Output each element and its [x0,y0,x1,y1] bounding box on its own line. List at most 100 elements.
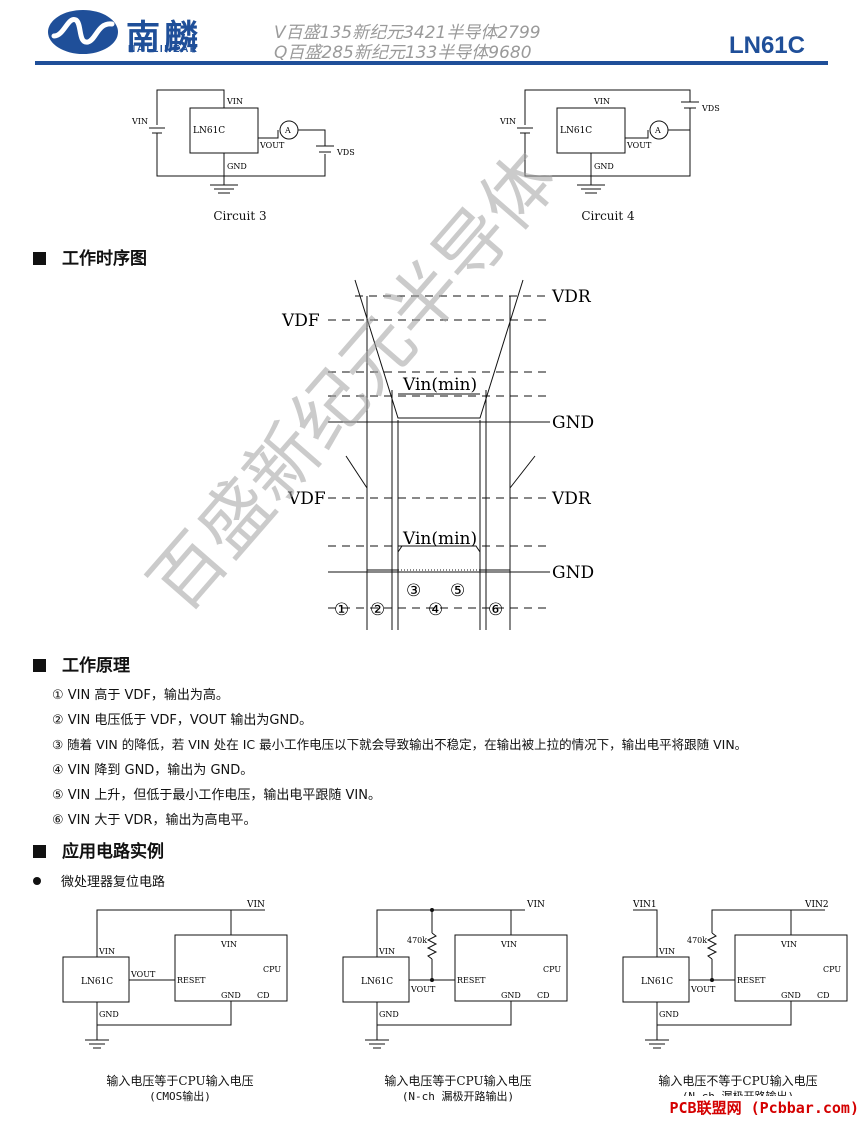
timing-label-gnd-bottom: GND [552,563,594,583]
app1-cpu-reset: RESET [177,976,206,985]
app1-chip: LN61C [81,977,113,987]
section-square-icon [33,845,46,858]
app3-resistor: 470k [687,936,707,945]
app2-cpu-reset: RESET [457,976,486,985]
app2-pin-vout: VOUT [410,985,436,994]
junction-dot-icon [430,978,434,982]
app1-cpu-vin: VIN [220,940,237,949]
circuit-4-pin-vin: VIN [593,97,610,106]
timing-label-gnd-top: GND [552,413,594,433]
contact-line-2: Q百盛285新纪元133半导体9680 [274,43,532,63]
app3-pin-vout: VOUT [690,985,716,994]
circuit-3-caption: Circuit 3 [213,209,267,223]
phase-marker-1: ① [334,600,349,620]
app3-cpu-reset: RESET [737,976,766,985]
app1-cpu-cd: CD [257,991,270,1000]
section-heading-principle: 工作原理 [33,651,130,676]
timing-label-vdr-top: VDR [551,287,592,307]
bullet-text: 微处理器复位电路 [61,875,166,890]
brand-name-en: NATLINEAR [128,44,199,55]
app3-caption-1: 输入电压不等于CPU输入电压 [658,1074,818,1088]
timing-label-vdf-top: VDF [281,311,320,331]
app1-cpu-gnd: GND [221,991,241,1000]
app3-cpu-gnd: GND [781,991,801,1000]
bullet-dot-icon [33,877,41,885]
phase-marker-5: ⑤ [450,581,465,601]
app1-vin-top: VIN [246,900,265,910]
section-title: 工作时序图 [62,249,147,269]
app2-cpu: CPU [543,965,561,974]
app3-vin2: VIN2 [804,900,829,910]
circuit-3-vin-source: VIN [131,117,148,126]
phase-marker-3: ③ [406,581,421,601]
section-heading-timing: 工作时序图 [33,244,147,269]
junction-dot-icon [430,908,434,912]
contact-line-1: V百盛135新纪元3421半导体2799 [274,23,541,43]
app2-caption-1: 输入电压等于CPU输入电压 [384,1074,532,1088]
circuit-4-caption: Circuit 4 [581,209,635,223]
app3-cpu-cd: CD [817,991,830,1000]
circuit-4-vin-source: VIN [499,117,516,126]
principle-item-4: ④ VIN 降到 GND，输出为 GND。 [52,763,254,778]
ammeter-icon: A [284,126,291,135]
section-title: 工作原理 [62,656,130,676]
principle-item-3: ③ 随着 VIN 的降低，若 VIN 处在 IC 最小工作电压以下就会导致输出不… [52,737,748,752]
phase-marker-4: ④ [428,600,443,620]
header-rule [35,61,828,65]
app1-caption-2: (CMOS输出) [149,1090,211,1103]
junction-dot-icon [710,978,714,982]
circuit-3-vds: VDS [336,148,355,157]
app-circuit-2-diagram: VIN 470k LN61C VIN VOUT GND VIN CPU RESE… [342,900,568,1049]
section-heading-application: 应用电路实例 [33,837,164,862]
circuit-3-diagram: LN61C VIN VOUT GND VIN A VDS [131,89,355,194]
timing-label-vdr-bottom: VDR [551,489,592,509]
principle-item-6: ⑥ VIN 大于 VDR，输出为高电平。 [52,813,257,828]
timing-diagram: VDR VDF Vin(min) GND VDF VDR Vin(min) GN… [281,279,594,630]
ammeter-icon: A [654,126,661,135]
circuit-3-pin-vout: VOUT [259,141,285,150]
circuit-4-chip-label: LN61C [560,126,592,136]
circuit-3-pin-vin: VIN [226,97,243,106]
principle-item-5: ⑤ VIN 上升，但低于最小工作电压，输出电平跟随 VIN。 [52,788,381,803]
app2-cpu-cd: CD [537,991,550,1000]
timing-label-vdf-bottom: VDF [287,489,326,509]
app2-cpu-vin: VIN [500,940,517,949]
footer-source-tag: PCB联盟网 (Pcbbar.com) [667,1096,861,1119]
app1-pin-gnd: GND [99,1010,119,1019]
app2-pin-gnd: GND [379,1010,399,1019]
logo-icon [48,10,118,54]
section-square-icon [33,252,46,265]
natlinear-logo [46,8,120,56]
timing-label-vinmin-bottom: Vin(min) [402,529,477,549]
phase-marker-6: ⑥ [488,600,503,620]
circuit-4-diagram: LN61C VIN VOUT GND VIN A VDS [499,89,720,194]
app1-caption-1: 输入电压等于CPU输入电压 [106,1074,254,1088]
app3-chip: LN61C [641,977,673,987]
app3-pin-vin: VIN [658,947,675,956]
phase-marker-2: ② [370,600,385,620]
app3-vin1: VIN1 [632,900,657,910]
timing-label-vinmin-top: Vin(min) [402,375,477,395]
circuit-4-pin-vout: VOUT [626,141,652,150]
app-circuit-1-diagram: VIN LN61C VIN VOUT GND VIN CPU RESET GND… [62,900,288,1049]
app1-cpu: CPU [263,965,281,974]
app3-cpu-vin: VIN [780,940,797,949]
principle-item-1: ① VIN 高于 VDF，输出为高。 [52,688,229,703]
application-bullet: 微处理器复位电路 [33,871,165,890]
app3-pin-gnd: GND [659,1010,679,1019]
part-number: LN61C [728,32,805,59]
circuit-3-pin-gnd: GND [227,162,247,171]
app2-pin-vin: VIN [378,947,395,956]
circuit-4-pin-gnd: GND [594,162,614,171]
app2-caption-2: (N-ch 漏极开路输出) [401,1090,515,1103]
app1-pin-vin: VIN [98,947,115,956]
section-title: 应用电路实例 [62,842,164,862]
brand-name-cn: 南麟 [126,18,202,58]
app2-resistor: 470k [407,936,427,945]
circuit-4-vds: VDS [701,104,720,113]
app3-cpu: CPU [823,965,841,974]
app2-cpu-gnd: GND [501,991,521,1000]
circuit-3-chip-label: LN61C [193,126,225,136]
app-circuit-3-diagram: VIN1 VIN2 470k LN61C VIN VOUT GND VIN CP… [622,900,848,1049]
principle-item-2: ② VIN 电压低于 VDF，VOUT 输出为GND。 [52,713,313,728]
